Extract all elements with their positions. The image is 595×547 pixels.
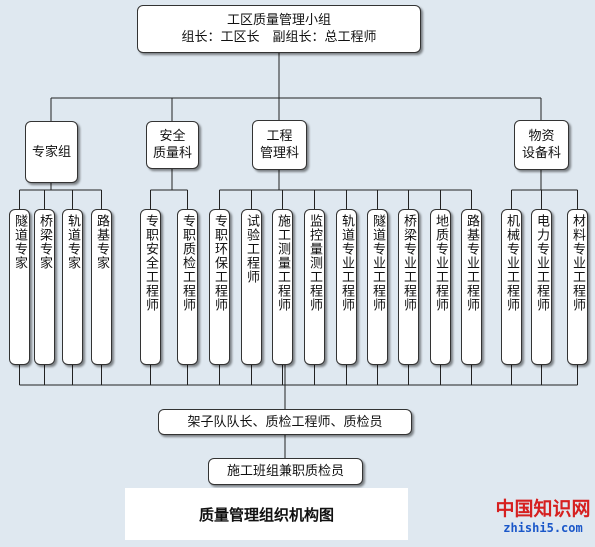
engineering-member-box: 地质专业工程师 [430, 209, 451, 365]
member-label: 试验工程师 [244, 214, 259, 284]
member-label: 机械专业工程师 [504, 214, 519, 312]
material-equipment-dept-label: 物资 设备科 [521, 129, 561, 161]
engineering-member-box: 轨道专业工程师 [336, 209, 357, 365]
team-leader-box: 架子队队长、质检工程师、质检员 [158, 409, 412, 435]
engineering-member-box: 监控量测工程师 [304, 209, 325, 365]
safety-member-box: 专职安全工程师 [140, 209, 161, 365]
material-member-box: 电力专业工程师 [531, 209, 552, 365]
member-label: 材料专业工程师 [570, 214, 585, 312]
watermark-logo: 中国知识网 zhishi5.com [493, 498, 593, 544]
group-leaders: 组长：工区长 副组长：总工程师 [181, 30, 377, 45]
safety-quality-dept-box: 安全 质量科 [146, 121, 199, 169]
member-label: 专职质检工程师 [180, 214, 195, 312]
member-label: 专职环保工程师 [212, 214, 227, 312]
expert-member-box: 路基专家 [91, 209, 112, 365]
site-inspector-label: 施工班组兼职质检员 [226, 464, 344, 479]
watermark-cn: 中国知识网 [495, 498, 591, 520]
member-label: 桥梁专家 [37, 214, 52, 270]
member-label: 地质专业工程师 [433, 214, 448, 312]
member-label: 轨道专家 [65, 214, 80, 270]
site-inspector-box: 施工班组兼职质检员 [208, 458, 363, 485]
member-label: 路基专业工程师 [464, 214, 479, 312]
engineering-member-box: 试验工程师 [241, 209, 262, 365]
expert-group-label: 专家组 [31, 144, 71, 160]
member-label: 电力专业工程师 [534, 214, 549, 312]
member-label: 轨道专业工程师 [339, 214, 354, 312]
engineering-member-box: 施工测量工程师 [272, 209, 293, 365]
safety-quality-dept-label: 安全 质量科 [152, 129, 192, 161]
expert-member-box: 轨道专家 [62, 209, 83, 365]
engineering-dept-box: 工程 管理科 [252, 120, 307, 170]
engineering-member-box: 隧道专业工程师 [367, 209, 388, 365]
engineering-dept-label: 工程 管理科 [259, 129, 299, 161]
member-label: 隧道专家 [12, 214, 27, 270]
group-title: 工区质量管理小组 [226, 13, 331, 28]
quality-management-group-box: 工区质量管理小组 组长：工区长 副组长：总工程师 [137, 5, 421, 53]
team-leader-label: 架子队队长、质检工程师、质检员 [187, 414, 383, 430]
material-member-box: 材料专业工程师 [567, 209, 588, 365]
member-label: 隧道专业工程师 [370, 214, 385, 312]
expert-member-box: 桥梁专家 [34, 209, 55, 365]
watermark-url: zhishi5.com [503, 521, 583, 535]
expert-group-box: 专家组 [25, 121, 78, 183]
member-label: 路基专家 [94, 214, 109, 270]
engineering-member-box: 桥梁专业工程师 [398, 209, 419, 365]
engineering-member-box: 路基专业工程师 [461, 209, 482, 365]
material-equipment-dept-box: 物资 设备科 [514, 120, 569, 170]
member-label: 专职安全工程师 [143, 214, 158, 312]
engineering-member-box: 专职环保工程师 [209, 209, 230, 365]
safety-member-box: 专职质检工程师 [177, 209, 198, 365]
diagram-title: 质量管理组织机构图 [125, 488, 408, 540]
member-label: 施工测量工程师 [275, 214, 290, 312]
expert-member-box: 隧道专家 [9, 209, 30, 365]
material-member-box: 机械专业工程师 [501, 209, 522, 365]
member-label: 桥梁专业工程师 [401, 214, 416, 312]
member-label: 监控量测工程师 [307, 214, 322, 312]
diagram-title-text: 质量管理组织机构图 [198, 505, 334, 524]
